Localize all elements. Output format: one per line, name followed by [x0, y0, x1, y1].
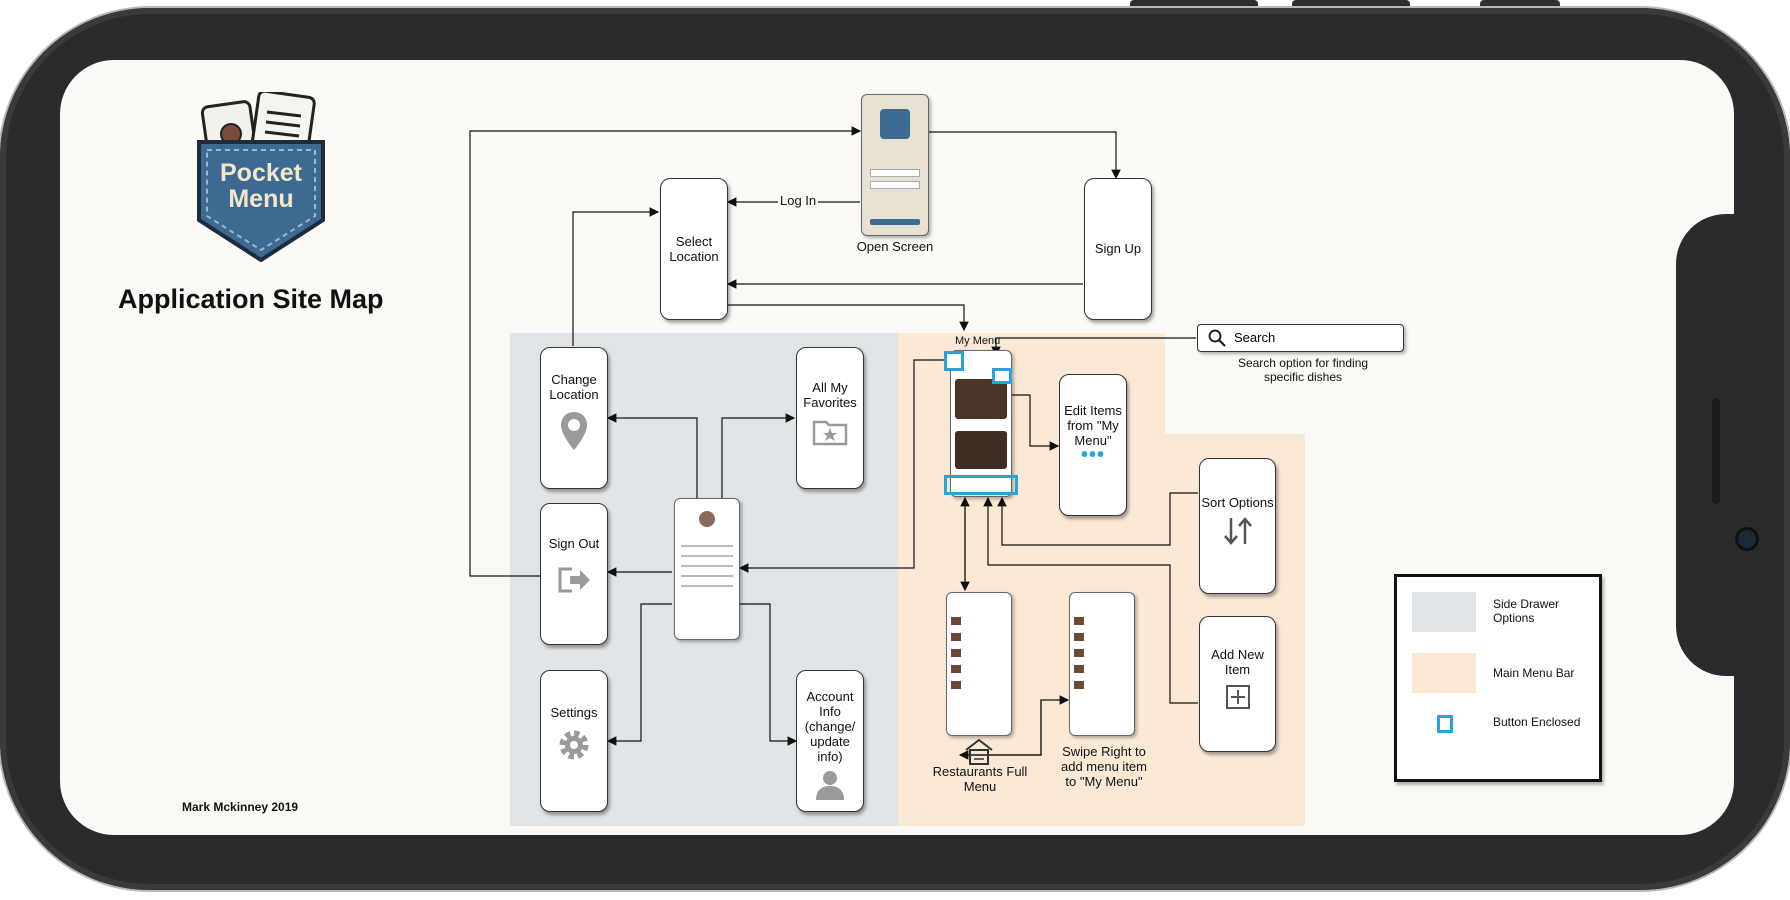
restaurant-menu-label: Restaurants Full Menu — [932, 764, 1028, 794]
credit-text: Mark Mckinney 2019 — [182, 800, 299, 814]
swipe-right-mockup[interactable] — [1069, 592, 1135, 736]
legend-swatch-button — [1437, 715, 1453, 733]
phone-notch — [1676, 214, 1734, 676]
sign-up-box[interactable]: Sign Up — [1084, 178, 1152, 320]
open-screen-mockup[interactable] — [861, 94, 929, 236]
all-my-favorites-label: All My Favorites — [803, 380, 857, 410]
wire-drawer-change — [606, 413, 698, 500]
settings-box[interactable]: Settings — [540, 670, 608, 812]
wire-select-mymenu — [728, 304, 969, 332]
folder-star-icon — [812, 420, 848, 446]
search-icon — [1208, 329, 1226, 347]
phone-side-button — [1712, 398, 1720, 504]
search-button-enclosed[interactable] — [992, 368, 1012, 384]
plus-icon — [1225, 685, 1250, 709]
select-location-label: Select Location — [669, 234, 719, 264]
wire-signout-open — [469, 126, 862, 577]
legend-swatch-main-menu — [1412, 653, 1476, 693]
wire-search — [991, 337, 1196, 357]
select-location-box[interactable]: Select Location — [660, 178, 728, 320]
legend-label-main-menu: Main Menu Bar — [1493, 666, 1575, 680]
drawer-button-enclosed[interactable] — [944, 351, 964, 371]
wire-mymenu-edit — [1012, 394, 1060, 451]
sign-up-label: Sign Up — [1094, 241, 1142, 256]
more-dots-icon: ••• — [1080, 444, 1105, 466]
sign-out-label: Sign Out — [548, 536, 600, 551]
add-new-item-box[interactable]: Add New Item — [1199, 616, 1276, 752]
my-menu-label: My Menu — [955, 335, 1001, 347]
legend-label-button: Button Enclosed — [1493, 715, 1581, 729]
search-caption: Search option for finding specific dishe… — [1237, 356, 1369, 384]
sort-options-label: Sort Options — [1201, 495, 1274, 510]
login-label: Log In — [778, 193, 819, 208]
add-new-item-label: Add New Item — [1211, 647, 1264, 677]
account-info-label: Account Info (change/ update info) — [804, 689, 856, 764]
user-icon — [816, 771, 844, 800]
gear-icon — [559, 730, 589, 760]
wire-change-select — [572, 207, 660, 346]
restaurant-icon — [965, 738, 993, 765]
legend-label-side-drawer: Side Drawer Options — [1493, 597, 1560, 625]
edit-items-box[interactable]: Edit Items from "My Menu" ••• — [1059, 374, 1127, 516]
logo-line1: Pocket — [220, 159, 302, 187]
wire-drawer-settings — [606, 603, 672, 746]
change-location-box[interactable]: Change Location — [540, 347, 608, 489]
phone-camera — [1738, 530, 1756, 548]
account-info-box[interactable]: Account Info (change/ update info) — [796, 670, 864, 812]
legend-swatch-side-drawer — [1412, 592, 1476, 632]
sort-options-box[interactable]: Sort Options — [1199, 458, 1276, 594]
logo-line2: Menu — [228, 185, 294, 213]
logout-icon — [558, 567, 590, 593]
my-menu-mockup[interactable] — [950, 350, 1012, 497]
sort-arrows-icon — [1223, 517, 1252, 545]
settings-label: Settings — [550, 705, 598, 720]
change-location-label: Change Location — [549, 372, 599, 402]
all-my-favorites-box[interactable]: All My Favorites — [796, 347, 864, 489]
phone-button-top — [1130, 0, 1258, 10]
wire-sort — [997, 492, 1198, 546]
sign-out-box[interactable]: Sign Out — [540, 503, 608, 645]
search-label: Search — [1234, 330, 1276, 345]
wire-signup — [928, 131, 1121, 180]
phone-button-top — [1480, 0, 1560, 10]
page-title: Application Site Map — [118, 284, 384, 314]
phone-button-top — [1292, 0, 1410, 10]
pocket-menu-logo: Pocket Menu — [195, 89, 327, 263]
map-pin-icon — [561, 412, 587, 450]
menu-bar-enclosed[interactable] — [944, 475, 1018, 495]
legend: Side Drawer Options Main Menu Bar Button… — [1394, 574, 1602, 782]
wire-drawer-fav — [721, 413, 796, 500]
wire-drawer-account — [740, 603, 798, 746]
restaurant-menu-mockup[interactable] — [946, 592, 1012, 736]
open-screen-label: Open Screen — [856, 239, 934, 254]
wire-mymenu-drawer — [738, 359, 950, 573]
search-box[interactable]: Search — [1197, 324, 1404, 352]
side-drawer-mockup[interactable] — [674, 498, 740, 640]
edit-items-label: Edit Items from "My Menu" — [1064, 403, 1122, 448]
swipe-right-label: Swipe Right to add menu item to "My Menu… — [1061, 744, 1147, 789]
wire-add — [983, 496, 1198, 704]
